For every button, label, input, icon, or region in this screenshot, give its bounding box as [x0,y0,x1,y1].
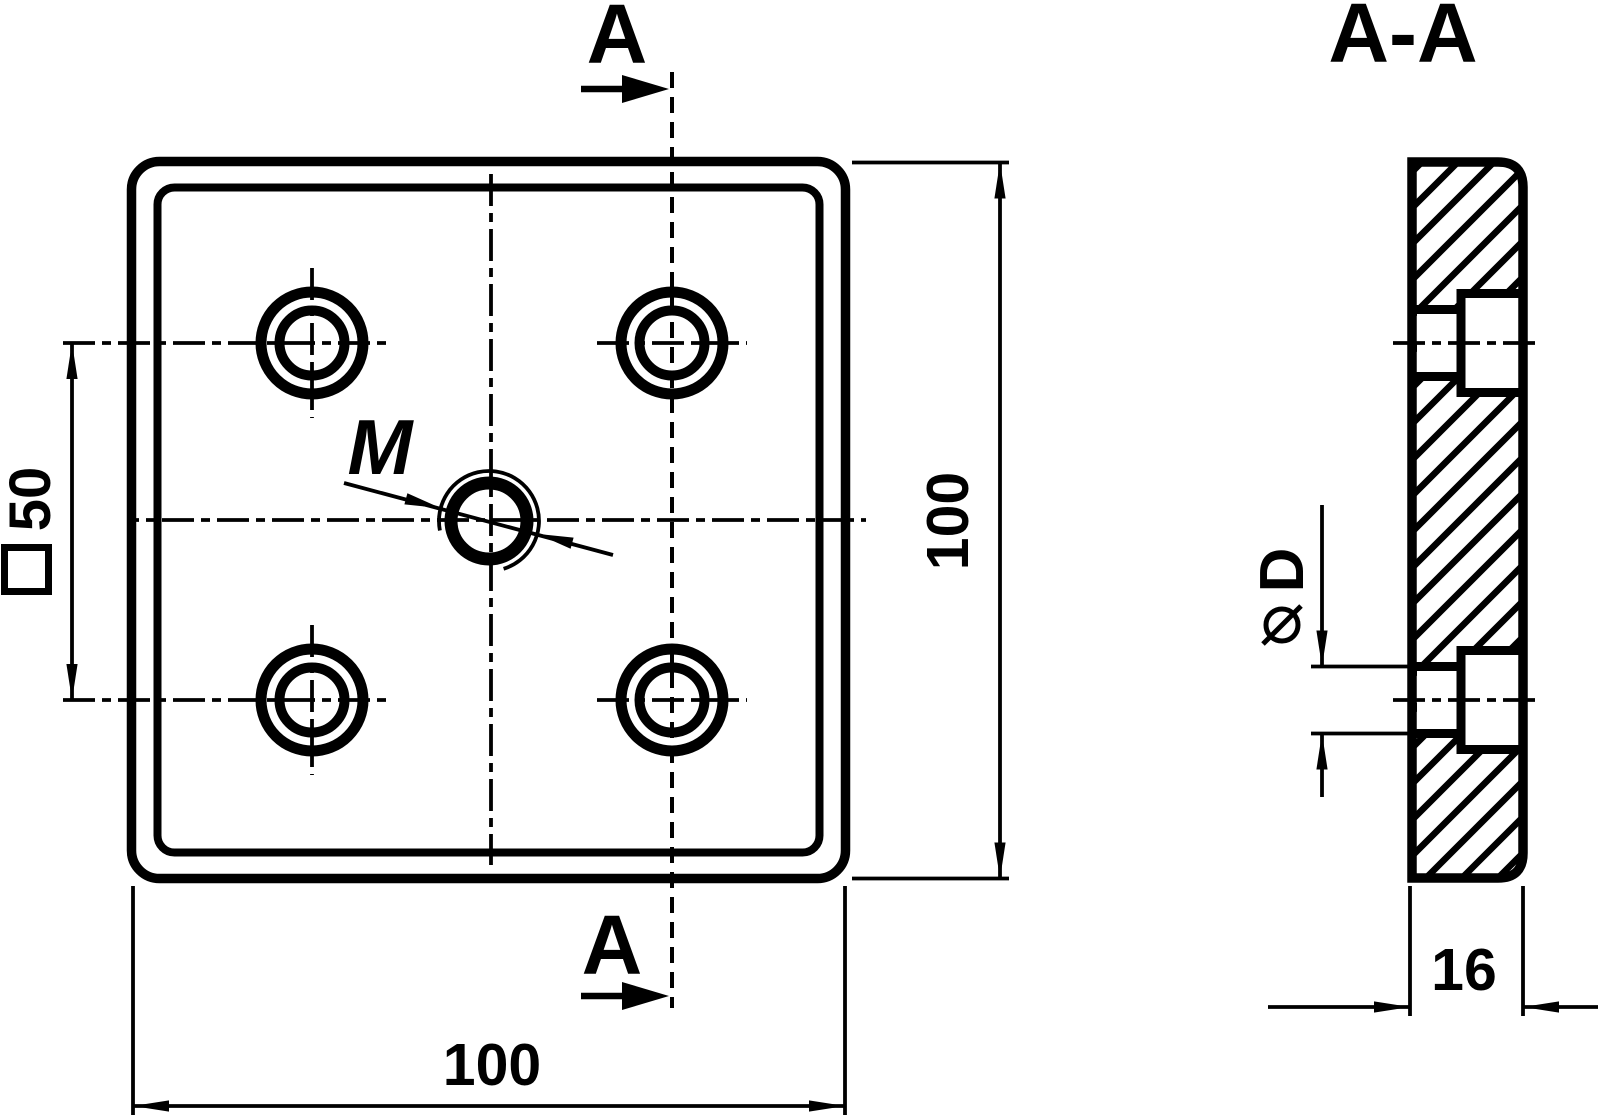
counterbore-circle [255,643,369,757]
dimension-plate-width: 100 [131,886,847,1115]
diameter-symbol [1261,604,1303,646]
hole-circle [634,305,710,381]
diameter-symbol-circle [1263,606,1301,644]
hole-diameter-letter: D [1248,548,1317,593]
plate-inner-edge [153,183,824,857]
section-letter-top: A [587,0,648,81]
corner-hole-bottom-left [255,643,369,757]
hole-spacing-value: 50 [0,467,63,532]
square-symbol [1,544,52,595]
section-hatch-body [1412,162,1523,878]
section-view-title: A-A [1328,0,1477,80]
corner-hole-bottom-right [615,643,729,757]
corner-hole-top-left [255,286,369,400]
plate-height-value: 100 [915,472,981,570]
counterbore-circle [615,643,729,757]
section-marker-top: A [581,0,669,103]
hole-circle [634,662,710,738]
thread-callout: M [343,403,614,557]
central-thread-hole [437,469,541,571]
hole-circle [274,305,350,381]
corner-hole-top-right [615,286,729,400]
section-arrow-bottom [622,982,669,1010]
diameter-symbol-slash [1261,604,1303,646]
leader-arrow-right [537,533,574,549]
thread-arc [437,469,541,571]
section-arrow-top [622,75,669,103]
thickness-value: 16 [1431,937,1497,1003]
plate-width-value: 100 [443,1032,541,1098]
dimension-plate-height: 100 [852,160,1009,881]
dimension-thickness: 16 [1268,886,1598,1016]
hole-circle [274,662,350,738]
leader-arrow-left [404,493,441,509]
dimension-hole-spacing: 50 [0,343,78,700]
section-outline [1407,157,1528,883]
thread-core-circle [444,476,534,566]
section-letter-bottom: A [582,898,643,992]
counterbore-circle [615,286,729,400]
section-view: A-A [1248,0,1598,1016]
counterbore-circle [255,286,369,400]
front-view: M 50 100 100 A A [0,0,1009,1115]
dimension-hole-diameter: D [1248,505,1408,797]
thread-size-label: M [348,403,415,491]
section-marker-bottom: A [581,898,669,1010]
